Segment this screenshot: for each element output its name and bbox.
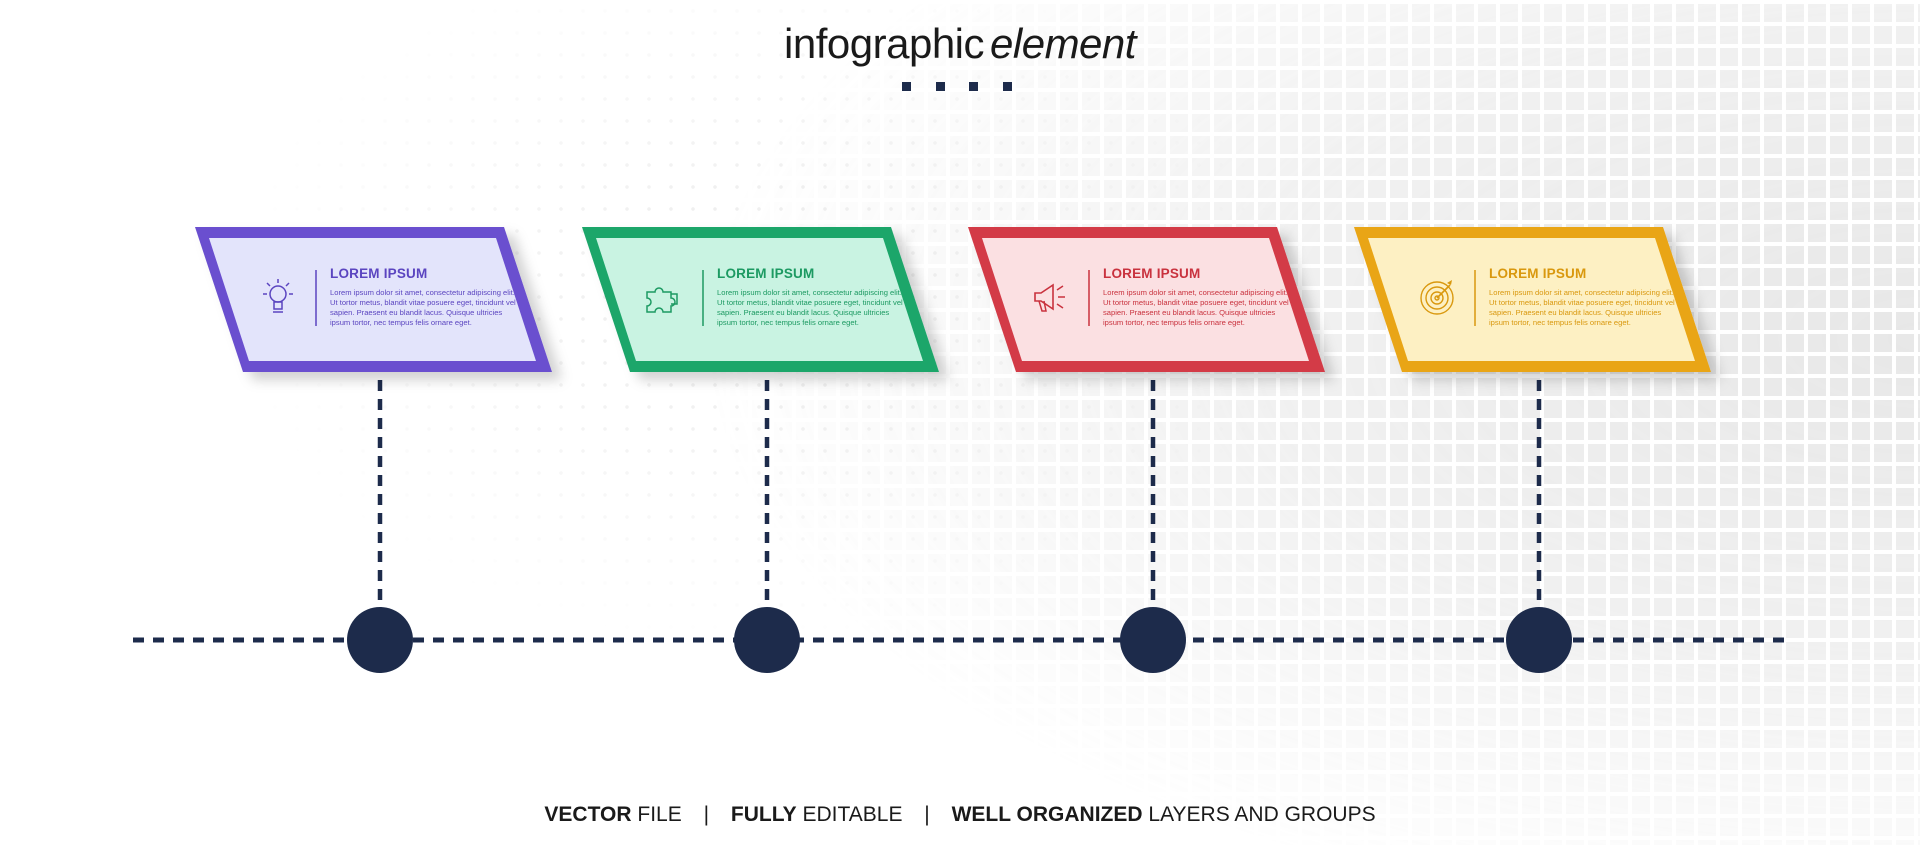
footer-separator: | xyxy=(924,803,930,826)
step-card-fill xyxy=(1368,238,1695,361)
step-card-fill xyxy=(596,238,923,361)
title-emphasis: element xyxy=(990,20,1136,67)
step-text-block: LOREM IPSUM Lorem ipsum dolor sit amet, c… xyxy=(717,266,907,328)
title-dots-decoration xyxy=(902,82,1012,94)
step-2 xyxy=(582,227,939,673)
step-1 xyxy=(195,227,552,673)
timeline-node xyxy=(347,607,413,673)
megaphone-icon xyxy=(1034,283,1065,312)
timeline-node xyxy=(1120,607,1186,673)
target-icon xyxy=(1420,280,1454,315)
step-text-block: LOREM IPSUM Lorem ipsum dolor sit amet, c… xyxy=(1103,266,1293,328)
footer-features: VECTOR FILE | FULLY EDITABLE | WELL ORGA… xyxy=(0,803,1920,827)
step-body: Lorem ipsum dolor sit amet, consectetur … xyxy=(1103,288,1289,327)
step-text-block: LOREM IPSUM Lorem ipsum dolor sit amet, c… xyxy=(330,266,520,328)
footer-editable-bold: FULLY xyxy=(730,803,797,826)
footer-organized-bold: WELL ORGANIZED xyxy=(951,803,1143,826)
footer-separator: | xyxy=(703,803,710,826)
title-main: infographic xyxy=(784,20,985,67)
step-title: LOREM IPSUM xyxy=(1489,266,1587,281)
step-card-fill xyxy=(209,238,536,361)
timeline-node xyxy=(734,607,800,673)
footer-editable-rest: EDITABLE xyxy=(802,803,903,826)
timeline-node xyxy=(1506,607,1572,673)
puzzle-icon xyxy=(646,287,678,313)
step-text-block: LOREM IPSUM Lorem ipsum dolor sit amet, c… xyxy=(1489,266,1679,328)
step-body: Lorem ipsum dolor sit amet, consectetur … xyxy=(330,288,516,327)
step-card-fill xyxy=(982,238,1309,361)
footer-vector-bold: VECTOR xyxy=(544,803,632,826)
footer-vector-rest: FILE xyxy=(637,803,682,826)
step-title: LOREM IPSUM xyxy=(1103,266,1201,281)
step-body: Lorem ipsum dolor sit amet, consectetur … xyxy=(717,288,903,327)
footer-organized-rest: LAYERS AND GROUPS xyxy=(1148,803,1376,826)
step-body: Lorem ipsum dolor sit amet, consectetur … xyxy=(1489,288,1675,327)
step-4 xyxy=(1354,227,1711,673)
lightbulb-icon xyxy=(263,279,293,313)
step-3 xyxy=(968,227,1325,673)
step-title: LOREM IPSUM xyxy=(717,266,815,281)
step-title: LOREM IPSUM xyxy=(330,266,428,281)
